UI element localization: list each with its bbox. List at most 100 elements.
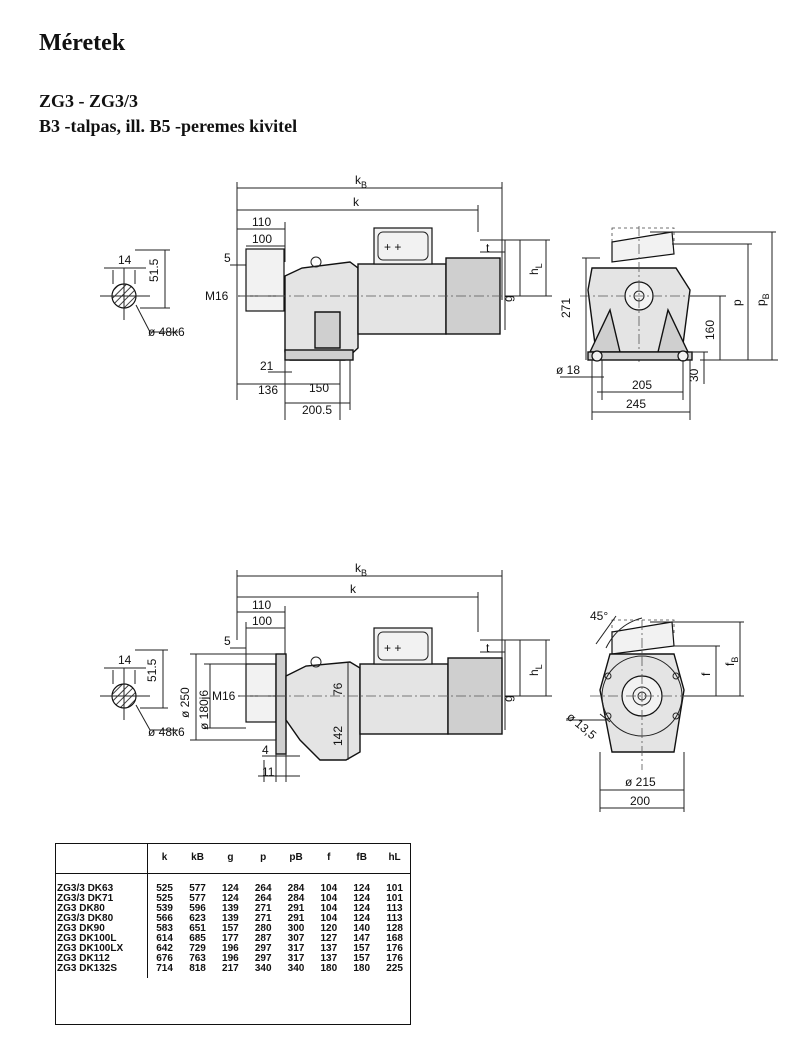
dim-110: 110 xyxy=(252,598,271,612)
dim-d180j6: ø 180j6 xyxy=(197,690,211,730)
value-cell: 287 xyxy=(254,933,272,944)
dim-136: 136 xyxy=(258,383,278,397)
dim-5: 5 xyxy=(224,634,231,648)
dim-45deg: 45° xyxy=(590,609,608,623)
value-cell: 818 xyxy=(189,963,206,974)
value-cell: 577 xyxy=(189,893,206,904)
value-cell: 651 xyxy=(189,923,206,934)
value-cell: 176 xyxy=(386,953,403,964)
dim-kB: kB xyxy=(355,561,367,578)
value-cell: 196 xyxy=(222,953,239,964)
value-cell: 300 xyxy=(287,923,305,934)
svg-text:+ +: + + xyxy=(384,641,401,655)
shaft-detail-b5: 14 51.5 ø 48k6 xyxy=(100,649,185,739)
value-cell: 139 xyxy=(222,903,239,914)
value-cell: 177 xyxy=(222,933,239,944)
dim-205: 205 xyxy=(632,378,652,392)
value-cell: 101 xyxy=(386,883,403,894)
table-header-row: k kB g p pB f fB hL xyxy=(55,843,411,874)
model-subtitle: ZG3 - ZG3/3 xyxy=(39,91,139,111)
table-header: g xyxy=(213,843,247,874)
model-cell: ZG3 DK112 xyxy=(55,954,148,964)
value-cell: 642 xyxy=(156,943,173,954)
value-cell: 525 xyxy=(156,893,173,904)
value-cell: 264 xyxy=(254,883,272,894)
value-cell: 623 xyxy=(189,913,206,924)
value-cell: 124 xyxy=(353,903,371,914)
end-view-b5: 45° f fB ø 13,5 ø 215 200 xyxy=(564,609,744,812)
dim-k: k xyxy=(353,195,360,209)
dim-48k6: ø 48k6 xyxy=(148,325,185,339)
value-cell: 291 xyxy=(287,913,305,924)
table-header: kB xyxy=(181,843,214,874)
value-cell: 139 xyxy=(222,913,239,924)
side-view-b3: kB k 110 100 5 M16 + + t hL xyxy=(205,173,552,420)
value-cell: 128 xyxy=(386,923,403,934)
value-cell: 676 xyxy=(156,953,173,964)
dim-30: 30 xyxy=(687,368,701,382)
dim-d215: ø 215 xyxy=(625,775,656,789)
table-header: pB xyxy=(279,843,313,874)
dim-14: 14 xyxy=(118,653,132,667)
dim-142: 142 xyxy=(331,726,345,746)
label-t: t xyxy=(486,641,490,655)
model-cell: ZG3 DK132S xyxy=(55,964,148,978)
model-cell: ZG3/3 DK71 xyxy=(55,894,148,904)
dim-48k6: ø 48k6 xyxy=(148,725,185,739)
value-cell: 147 xyxy=(353,933,371,944)
value-cell: 291 xyxy=(287,903,305,914)
dim-k: k xyxy=(350,582,357,596)
value-cell: 113 xyxy=(386,903,403,914)
table-header: k xyxy=(147,843,182,874)
table-header xyxy=(55,843,148,874)
dim-51-5: 51.5 xyxy=(147,258,161,282)
value-cell: 583 xyxy=(156,923,173,934)
dim-11: 11 xyxy=(262,765,275,779)
value-cell: 317 xyxy=(287,943,305,954)
value-cell: 120 xyxy=(320,923,338,934)
value-cell: 124 xyxy=(353,883,371,894)
value-cell: 113 xyxy=(386,913,403,924)
value-cell: 307 xyxy=(287,933,305,944)
value-cell: 157 xyxy=(222,923,239,934)
dim-150: 150 xyxy=(309,381,329,395)
model-cell: ZG3/3 DK80 xyxy=(55,914,148,924)
svg-text:+ +: + + xyxy=(384,240,401,254)
value-cell: 157 xyxy=(353,953,371,964)
label-t: t xyxy=(486,241,490,255)
dim-f: f xyxy=(699,672,713,676)
value-cell: 124 xyxy=(353,893,371,904)
value-cell: 176 xyxy=(386,943,403,954)
dim-pB: pB xyxy=(754,293,771,306)
drawing-b5-flange-mounted: 14 51.5 ø 48k6 kB k 110 100 5 M16 ø 250 xyxy=(100,561,744,812)
table-header: fB xyxy=(345,843,379,874)
dim-14: 14 xyxy=(118,253,132,267)
value-cell: 280 xyxy=(254,923,272,934)
model-cell: ZG3 DK80 xyxy=(55,904,148,914)
dim-200-5: 200.5 xyxy=(302,403,332,417)
model-cell: ZG3 DK100LX xyxy=(55,944,148,954)
value-cell: 124 xyxy=(353,913,371,924)
value-cell: 284 xyxy=(287,883,305,894)
page-title: Méretek xyxy=(39,30,126,56)
model-cell: ZG3 DK100L xyxy=(55,934,148,944)
value-cell: 566 xyxy=(156,913,173,924)
value-cell: 124 xyxy=(222,883,239,894)
shaft-detail-b3: 14 51.5 ø 48k6 xyxy=(100,249,185,339)
value-cell: 137 xyxy=(320,953,338,964)
dim-5: 5 xyxy=(224,251,231,265)
value-cell: 685 xyxy=(189,933,206,944)
value-cell: 104 xyxy=(320,893,338,904)
value-cell: 104 xyxy=(320,903,338,914)
value-cell: 284 xyxy=(287,893,305,904)
dim-d250: ø 250 xyxy=(178,687,192,718)
value-cell: 297 xyxy=(254,943,272,954)
